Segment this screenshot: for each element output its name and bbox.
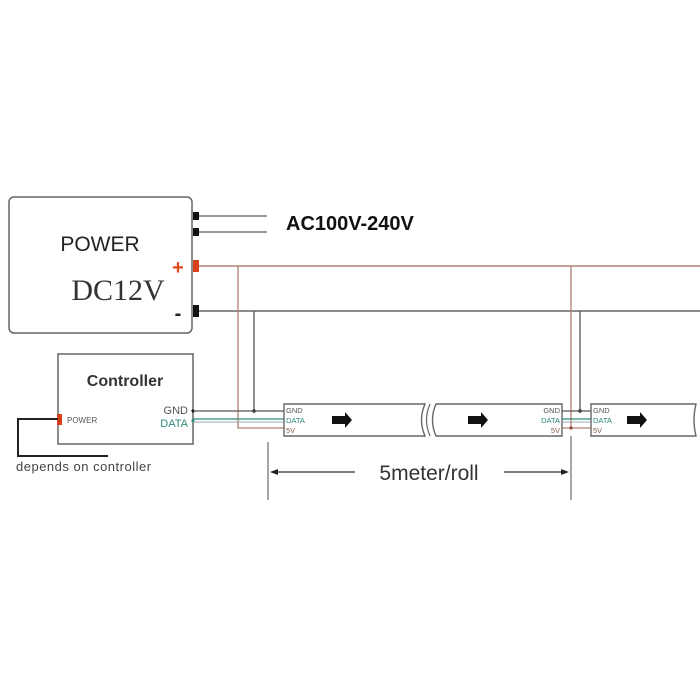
ac-terminal-2 (193, 228, 199, 236)
controller-gnd-label: GND (164, 405, 189, 417)
power-supply: POWER DC12V + - (8, 196, 199, 334)
strip1-5v-label: 5V (286, 426, 295, 435)
power-title: POWER (60, 233, 139, 256)
controller: Controller POWER GND DATA (57, 353, 195, 445)
controller-power-label: POWER (67, 416, 97, 425)
direction-arrow-icon-1 (332, 412, 352, 428)
positive-drop-1 (237, 266, 284, 429)
dc12v-label: DC12V (71, 274, 165, 307)
minus-sign: - (175, 303, 182, 325)
controller-title: Controller (87, 373, 163, 390)
strip2-data-label: DATA (541, 416, 560, 425)
positive-terminal (193, 260, 199, 272)
strip1-gnd-label: GND (286, 406, 303, 415)
strip-body-2 (431, 403, 563, 437)
led-strip-segment-3: GND DATA 5V (590, 403, 697, 437)
led-strip-segment-2: GND DATA 5V (425, 403, 563, 437)
strip-body-1 (283, 403, 427, 437)
strip2-5v-label: 5V (551, 426, 560, 435)
dimension-label: 5meter/roll (379, 462, 478, 485)
strip2-gnd-label: GND (543, 406, 560, 415)
roll-length-dimension: 5meter/roll (267, 442, 569, 500)
negative-terminal (193, 305, 199, 317)
controller-power-lead (17, 418, 108, 457)
strip3-data-label: DATA (593, 416, 612, 425)
direction-arrow-icon-2 (468, 412, 488, 428)
direction-arrow-icon-3 (627, 412, 647, 428)
strip1-data-label: DATA (286, 416, 305, 425)
power-supply-box (8, 196, 193, 334)
ac-input-label: AC100V-240V (286, 213, 415, 235)
controller-power-terminal (57, 414, 62, 425)
controller-note: depends on controller (16, 459, 152, 474)
ac-input: AC100V-240V (199, 213, 415, 235)
controller-data-label: DATA (160, 418, 188, 430)
strip-break-mark (425, 403, 431, 437)
strip3-5v-label: 5V (593, 426, 602, 435)
strip3-gnd-label: GND (593, 406, 610, 415)
led-strip-segment-1: GND DATA 5V (283, 403, 427, 437)
positive-junction-2 (569, 426, 573, 430)
ac-terminal-1 (193, 212, 199, 220)
arrowhead-right-icon (561, 469, 569, 475)
arrowhead-left-icon (270, 469, 278, 475)
controller-box (57, 353, 194, 445)
plus-sign: + (172, 257, 184, 279)
